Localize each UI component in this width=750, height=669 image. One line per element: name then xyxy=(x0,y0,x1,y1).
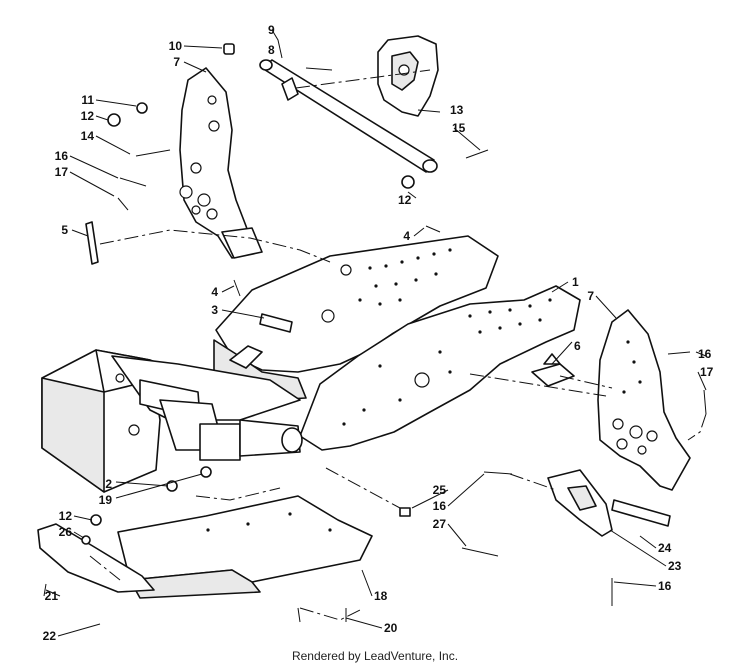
rivet-16-right xyxy=(667,351,691,355)
callout-numbers: 1 2 3 4 4 5 6 7 7 8 9 10 11 12 12 12 13 … xyxy=(43,23,714,643)
washer-11 xyxy=(136,102,148,114)
rivet-17-right xyxy=(703,389,707,415)
callout-9: 9 xyxy=(268,23,275,37)
callout-1: 1 xyxy=(572,275,579,289)
callout-13: 13 xyxy=(450,103,464,117)
callout-2: 2 xyxy=(105,477,112,491)
steering-support-bracket xyxy=(377,35,439,117)
callout-10: 10 xyxy=(169,39,183,53)
callout-3: 3 xyxy=(211,303,218,317)
front-crossmember-assembly xyxy=(41,345,303,493)
nut-12-lower xyxy=(90,514,102,526)
rivet-4-lower xyxy=(233,279,241,297)
rendered-by-footer: Rendered by LeadVenture, Inc. xyxy=(291,649,459,663)
callout-7-right: 7 xyxy=(587,289,594,303)
support-bar xyxy=(611,499,671,527)
callout-16-bottom: 16 xyxy=(658,579,672,593)
callout-leaders xyxy=(45,29,707,637)
callout-23: 23 xyxy=(668,559,682,573)
callout-20: 20 xyxy=(384,621,398,635)
callout-22: 22 xyxy=(43,629,57,643)
nut-12 xyxy=(107,113,121,127)
rivet-4-upper xyxy=(425,225,441,233)
main-chassis-frame xyxy=(213,235,581,451)
left-side-plate xyxy=(179,67,263,259)
callout-26: 26 xyxy=(59,525,73,539)
screw-21 xyxy=(43,583,47,597)
callout-17-left: 17 xyxy=(55,165,69,179)
callout-15: 15 xyxy=(452,121,466,135)
screw-14 xyxy=(135,149,171,157)
callout-16-mid: 16 xyxy=(433,499,447,513)
callout-17-right: 17 xyxy=(700,365,714,379)
right-side-plate xyxy=(597,309,691,491)
bolt-15 xyxy=(465,149,489,159)
callout-14: 14 xyxy=(81,129,95,143)
bolt-10 xyxy=(223,43,235,55)
callout-8: 8 xyxy=(268,43,275,57)
footrest-bracket xyxy=(547,469,613,537)
clip-25 xyxy=(399,507,411,517)
belly-pan xyxy=(117,495,373,599)
rivet-17-left xyxy=(117,197,129,211)
rivet-16-left xyxy=(119,177,147,187)
callout-12-lower: 12 xyxy=(59,509,73,523)
pin-rod xyxy=(85,221,99,265)
front-skid-shield xyxy=(37,523,155,593)
callout-4-upper: 4 xyxy=(403,229,410,243)
callout-11: 11 xyxy=(81,93,94,107)
callout-21: 21 xyxy=(45,589,59,603)
nut-12-upper xyxy=(401,175,415,189)
callout-18: 18 xyxy=(374,589,388,603)
callout-5: 5 xyxy=(61,223,68,237)
bolt-9 xyxy=(305,67,333,71)
callout-27: 27 xyxy=(433,517,447,531)
callout-25: 25 xyxy=(433,483,447,497)
callout-16-right: 16 xyxy=(698,347,712,361)
callout-12-left: 12 xyxy=(81,109,95,123)
washer-19 xyxy=(200,466,212,478)
callout-19: 19 xyxy=(99,493,113,507)
steering-crossbar-tube xyxy=(259,59,438,173)
frame-rivet-holes xyxy=(342,248,552,426)
alignment-lines xyxy=(89,69,707,621)
callout-7-left: 7 xyxy=(173,55,180,69)
callout-16-left: 16 xyxy=(55,149,69,163)
screw-20-left xyxy=(297,607,301,623)
callout-4-lower: 4 xyxy=(211,285,218,299)
spacer-bar xyxy=(259,313,293,333)
fasteners xyxy=(43,43,707,623)
mounting-bracket xyxy=(531,353,575,387)
rivet-27 xyxy=(461,547,499,557)
rivet-16-mid xyxy=(483,471,513,475)
callout-12-upper: 12 xyxy=(398,193,412,207)
callout-24: 24 xyxy=(658,541,672,555)
callout-6: 6 xyxy=(574,339,581,353)
